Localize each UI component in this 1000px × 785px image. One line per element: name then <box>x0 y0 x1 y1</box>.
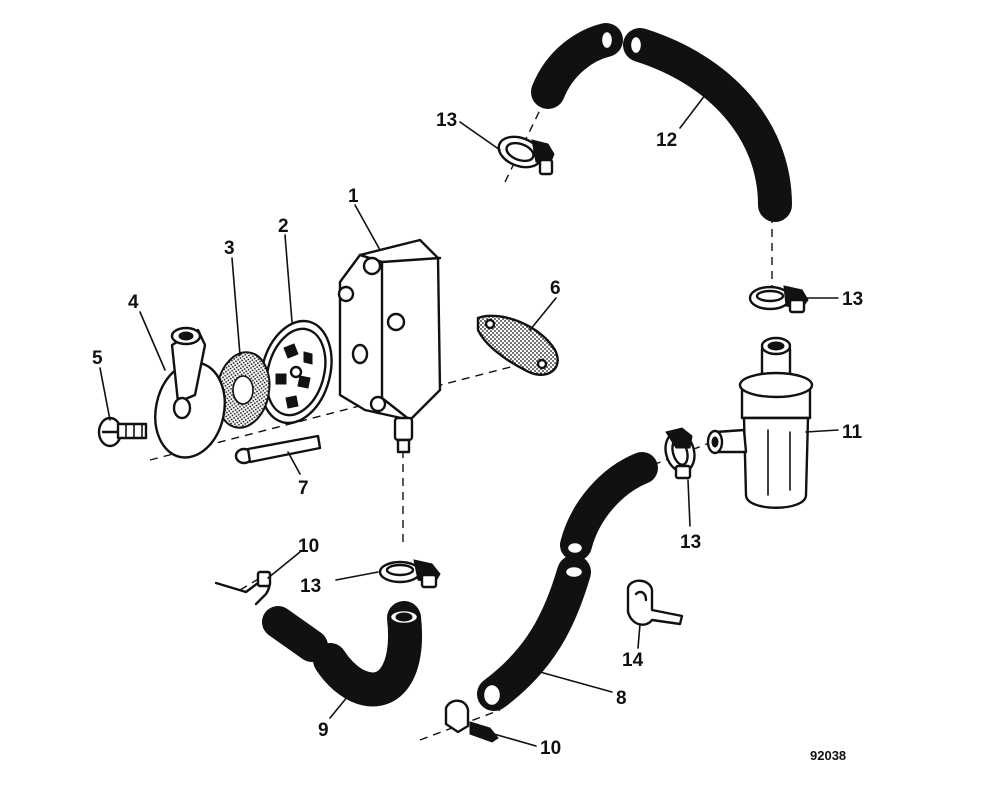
callout-9: 9 <box>318 720 329 741</box>
part-5-screw <box>97 416 148 448</box>
callout-13-filter: 13 <box>680 532 701 553</box>
callout-8: 8 <box>616 688 627 709</box>
callout-3: 3 <box>224 238 235 259</box>
part-13-clamp-right <box>748 285 809 314</box>
callout-2: 2 <box>278 216 289 237</box>
part-13-clamp-upper <box>497 135 555 176</box>
callout-7: 7 <box>298 478 309 499</box>
part-12-hose-right <box>623 28 792 222</box>
part-8-hose-lower <box>477 555 591 711</box>
figure-number: 92038 <box>810 748 846 763</box>
callout-10-bottom: 10 <box>540 738 561 759</box>
callouts: 1 2 3 4 5 6 7 13 12 13 11 13 10 13 14 8 … <box>92 110 863 759</box>
part-11-fuel-filter <box>706 336 814 509</box>
part-8-hose-upper <box>560 452 658 561</box>
part-4-cover <box>154 326 226 459</box>
part-14-p-clip <box>626 579 684 626</box>
callout-4: 4 <box>128 292 139 313</box>
leader-lines <box>99 85 839 747</box>
callout-12: 12 <box>656 130 677 151</box>
callout-5: 5 <box>92 348 103 369</box>
part-1-fuel-pump-body <box>337 238 442 454</box>
callout-10-left: 10 <box>298 536 319 557</box>
part-9-elbow-hose <box>262 601 422 707</box>
part-10-clip-left <box>214 570 272 606</box>
part-6-gasket <box>476 314 559 376</box>
callout-13-middle: 13 <box>300 576 321 597</box>
part-10-clip-bottom <box>444 699 499 743</box>
part-13-clamp-filter <box>664 427 696 480</box>
part-7-pin <box>234 434 322 465</box>
part-13-clamp-middle <box>378 559 441 589</box>
callout-13-right: 13 <box>842 289 863 310</box>
callout-11: 11 <box>842 422 863 443</box>
part-3-screen <box>215 351 271 429</box>
callout-1: 1 <box>348 186 359 207</box>
part-12-hose-upper <box>531 23 623 109</box>
callout-6: 6 <box>550 278 561 299</box>
callout-14: 14 <box>622 650 644 671</box>
callout-13-upper: 13 <box>436 110 457 131</box>
